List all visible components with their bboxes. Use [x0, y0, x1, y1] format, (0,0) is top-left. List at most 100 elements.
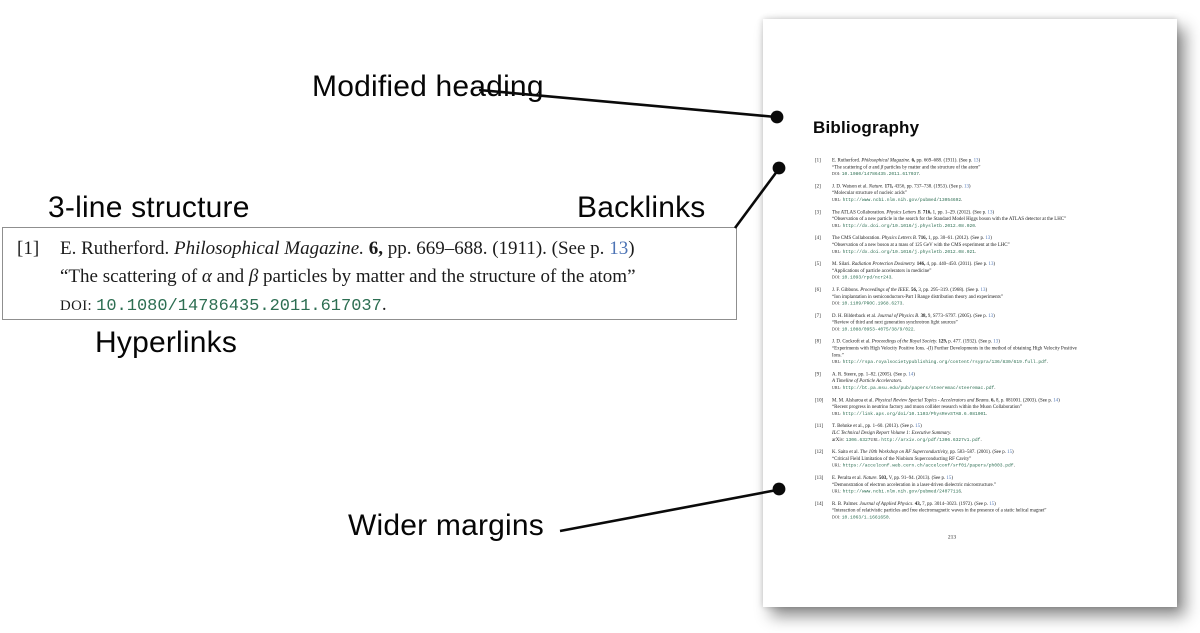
text-segment: ) — [994, 500, 996, 507]
text-segment: 716, — [922, 209, 933, 215]
entry-number: [6] — [815, 286, 821, 293]
entry-line: J. D. Cockroft et al. Proceedings of the… — [832, 338, 1089, 345]
page-number: 213 — [947, 533, 957, 540]
text-segment: “Demonstration of electron acceleration … — [832, 481, 997, 488]
backlink-page-number[interactable]: 13 — [985, 235, 991, 241]
text-segment: Philosophical Magazine. — [173, 238, 369, 259]
entry-body: R. B. Palmer. Journal of Applied Physics… — [832, 500, 1089, 520]
backlink-page-number[interactable]: 13 — [993, 338, 999, 345]
hyperlink-text[interactable]: http://dx.doi.org/10.1016/j.physletb.201… — [842, 248, 975, 255]
text-segment: URL: — [832, 411, 843, 416]
hyperlink-text[interactable]: 10.1080/14786435.2011.617037 — [96, 297, 382, 316]
text-segment: V, pp. 91–94. (2013). (See p. — [888, 474, 947, 481]
text-segment: Nature. — [863, 474, 879, 481]
hyperlink-text[interactable]: https://accelconf.web.cern.ch/accelconf/… — [842, 462, 1014, 469]
backlink-page-number[interactable]: 15 — [915, 423, 921, 429]
backlink-page-number[interactable]: 13 — [987, 209, 993, 215]
text-segment: particles by matter and the structure of… — [883, 164, 981, 170]
entry-line: URL: http://bt.pa.msu.edu/pub/papers/ste… — [832, 385, 1089, 392]
text-segment: ) — [998, 338, 1000, 345]
bibliography-entry: [8]J. D. Cockroft et al. Proceedings of … — [815, 338, 1089, 365]
entry-line: A Timeline of Particle Accelerators. — [832, 378, 1089, 385]
text-segment: “Review of third and next generation syn… — [832, 319, 958, 326]
entry-line: URL: http://link.aps.org/doi/10.1103/Phy… — [832, 410, 1089, 417]
hyperlink-text[interactable]: 10.1063/1.1661650 — [841, 514, 889, 520]
text-segment: “Applications of particle accelerators i… — [832, 267, 932, 274]
entry-body: A. R. Steere, pp. 1–82. (2005). (See p. … — [832, 371, 1089, 391]
bibliography-entry: [10]M. M. Alsharoa et al. Physical Revie… — [815, 397, 1089, 417]
backlink-page-number[interactable]: 14 — [1053, 397, 1059, 403]
hyperlink-text[interactable]: 10.1080/14786435.2011.617037 — [841, 171, 919, 177]
hyperlink-text[interactable]: 10.1109/PROC.1968.6273 — [841, 300, 903, 307]
hyperlink-text[interactable]: http://arxiv.org/pdf/1306.6327v1.pdf — [881, 436, 981, 443]
bibliography-entry: [14] R. B. Palmer. Journal of Applied Phy… — [815, 500, 1089, 520]
backlink-page-number[interactable]: 14 — [908, 371, 914, 377]
text-segment: “Observation of a new boson at a mass of… — [832, 241, 1010, 248]
bibliography-entry: [6] J. F. Gibbons. Proceedings of the IEE… — [815, 286, 1089, 306]
entry-line: arXiv: 1306.6327URL: http://arxiv.org/pd… — [832, 436, 1089, 443]
text-segment: and — [871, 164, 881, 170]
backlink-page-number[interactable]: 13 — [980, 286, 986, 293]
entry-line: “Applications of particle accelerators i… — [832, 267, 1089, 274]
hyperlink-text[interactable]: 10.1093/rpd/ncr243 — [841, 274, 892, 281]
example-entry-line: “The scattering of α and β particles by … — [60, 263, 730, 291]
backlink-page-number[interactable]: 15 — [1007, 449, 1013, 455]
entry-body: D. H. Bilderback et al. Journal of Physi… — [832, 312, 1089, 332]
backlink-page-number[interactable]: 13 — [973, 157, 979, 164]
hyperlink-text[interactable]: http://www.ncbi.nlm.nih.gov/pubmed/13054… — [842, 196, 962, 203]
text-segment: pp. 669–688. (1911). (See p. — [387, 238, 610, 259]
text-segment: ) — [990, 235, 992, 241]
text-segment: ) — [993, 261, 996, 267]
text-segment: β — [248, 266, 259, 287]
backlink-page-number[interactable]: 13 — [988, 312, 994, 319]
backlink-page-number[interactable]: 13 — [963, 183, 969, 189]
text-segment: β — [880, 164, 884, 170]
text-segment: . — [985, 410, 988, 417]
annotation-backlinks: Backlinks — [577, 191, 706, 224]
text-segment: . — [980, 436, 982, 443]
backlink-page-number[interactable]: 15 — [989, 500, 995, 507]
entry-line: DOI: 10.1109/PROC.1968.6273. — [832, 300, 1089, 307]
hyperlink-text[interactable]: http://dx.doi.org/10.1016/j.physletb.201… — [842, 222, 975, 229]
text-segment: ) — [985, 286, 988, 293]
text-segment: . — [961, 196, 963, 203]
text-segment: 171, — [884, 183, 895, 189]
text-segment: URL: — [832, 197, 843, 202]
entry-body: M. M. Alsharoa et al. Physical Review Sp… — [832, 397, 1089, 417]
text-segment: “Molecular structure of nucleic acids” — [832, 190, 907, 196]
backlink-page-number[interactable]: 13 — [609, 238, 629, 259]
text-segment: URL: — [832, 359, 843, 365]
backlink-page-number[interactable]: 15 — [946, 474, 952, 481]
text-segment: “Experiments with High Velocity Positive… — [832, 345, 1077, 358]
hyperlink-text[interactable]: http://rspa.royalsocietypublishing.org/c… — [842, 359, 1047, 365]
text-segment: ) — [1058, 397, 1060, 403]
entry-body: M. Silari. Radiation Protection Dosimetr… — [832, 261, 1089, 281]
text-segment: Nature. — [868, 183, 885, 189]
text-segment: 146, — [916, 261, 927, 267]
entry-line: D. H. Bilderback et al. Journal of Physi… — [832, 312, 1089, 319]
backlink-page-number[interactable]: 13 — [988, 261, 994, 267]
text-segment: 7, pp. 3014–3023. (1972). (See p. — [922, 500, 990, 507]
hyperlink-text[interactable]: 1306.6327 — [845, 436, 871, 443]
hyperlink-text[interactable]: http://www.ncbi.nlm.nih.gov/pubmed/24077… — [842, 488, 962, 495]
text-segment: 9, S773–S797. (2005). (See p. — [927, 312, 989, 319]
text-segment: T. Behnke et al., pp. 1–60. (2013). (See… — [832, 423, 916, 429]
hyperlink-text[interactable]: 10.1088/0953-4075/38/9/022 — [841, 326, 914, 332]
entry-number: [14] — [815, 500, 824, 507]
text-segment: ) — [993, 312, 995, 319]
hyperlink-text[interactable]: http://link.aps.org/doi/10.1103/PhysRevS… — [842, 410, 986, 417]
hyperlink-text[interactable]: http://bt.pa.msu.edu/pub/papers/steerema… — [842, 385, 995, 391]
entry-line: J. D. Watson et al. Nature. 171, 4356, p… — [832, 183, 1089, 190]
text-segment: 3, pp. 295–319. (1968). (See p. — [918, 286, 981, 293]
text-segment: . — [381, 294, 387, 315]
entry-line: J. F. Gibbons. Proceedings of the IEEE. … — [832, 286, 1089, 293]
text-segment: The 10th Workshop on RF Superconductivit… — [860, 449, 950, 455]
text-segment: 43, — [914, 500, 923, 507]
entry-line: “Molecular structure of nucleic acids” — [832, 190, 1089, 197]
text-segment: . — [994, 385, 996, 391]
entry-line: “The scattering of α and β particles by … — [832, 164, 1089, 171]
text-segment: arXiv: — [832, 436, 846, 443]
text-segment: 38, — [920, 312, 928, 319]
text-segment: 1, pp. 30–61. (2012). (See p. — [928, 235, 986, 241]
